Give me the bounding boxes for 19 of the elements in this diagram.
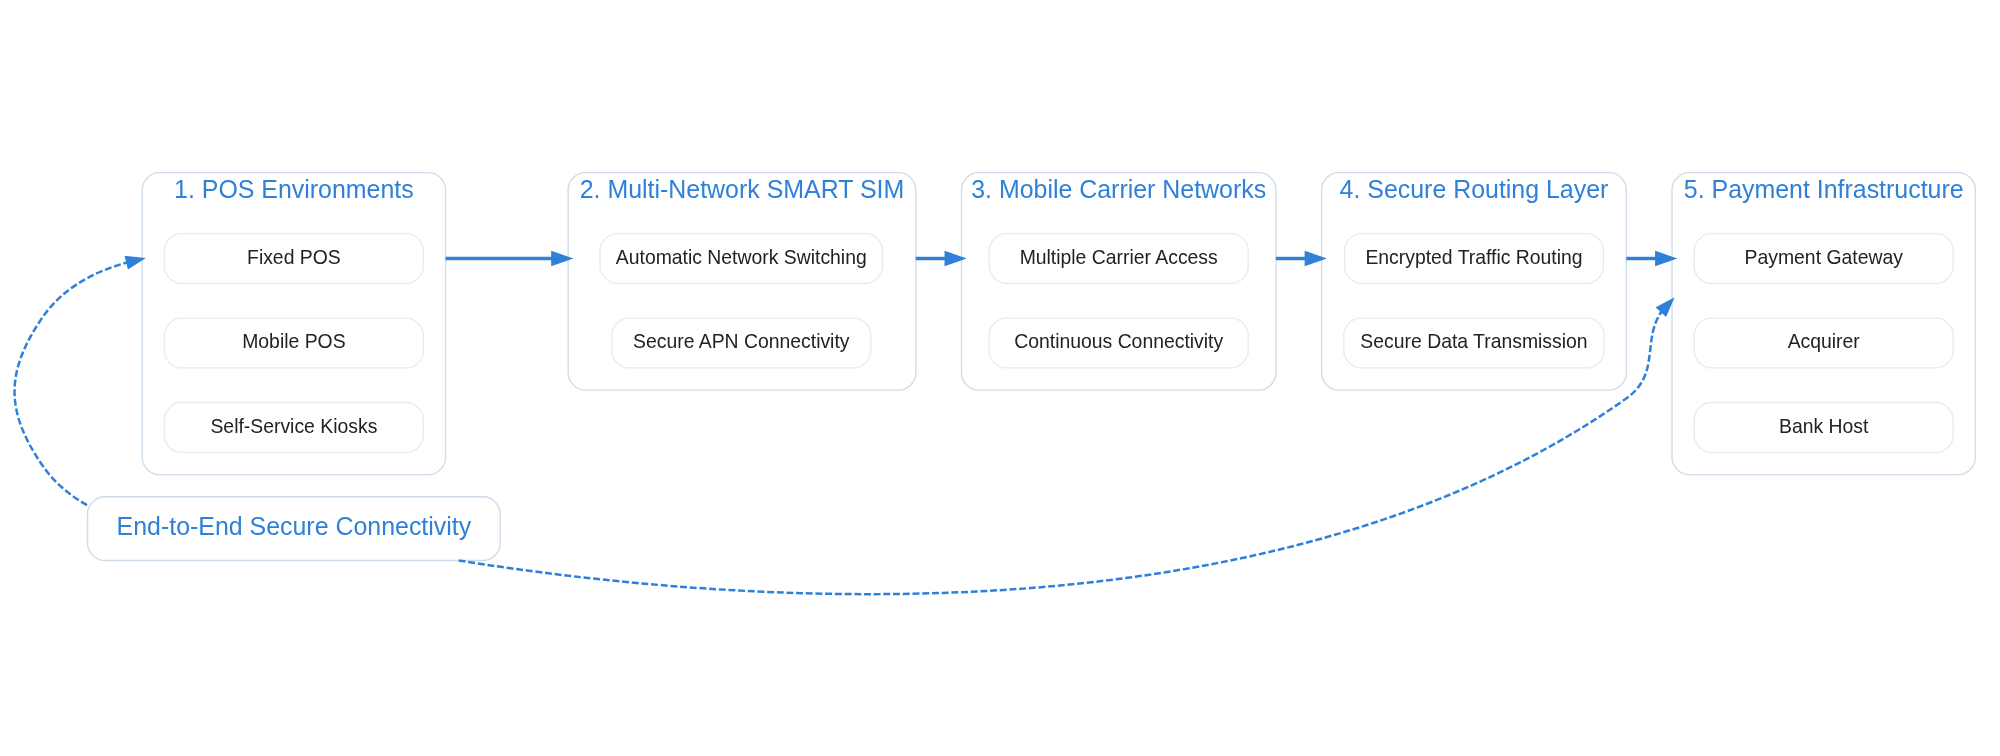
node-box: Automatic Network Switching <box>598 232 883 285</box>
node-box: Multiple Carrier Access <box>988 232 1249 285</box>
arrow <box>458 297 1675 596</box>
node-box: Mobile POS <box>163 317 424 369</box>
node-box: Payment Gateway <box>1693 232 1954 285</box>
node-box: Encrypted Traffic Routing <box>1343 232 1604 285</box>
node-box: End-to-End Secure Connectivity <box>86 496 501 562</box>
node-box: Secure APN Connectivity <box>610 317 871 369</box>
node-box: Bank Host <box>1693 401 1954 454</box>
arrow <box>12 255 146 507</box>
node-box: Secure Data Transmission <box>1342 317 1605 369</box>
node-box: Acquirer <box>1693 317 1954 369</box>
arrow <box>1625 250 1677 267</box>
arrow <box>1275 250 1327 267</box>
node-box: Self-Service Kiosks <box>163 401 424 454</box>
node-box: Fixed POS <box>163 232 424 285</box>
arrow <box>445 250 573 267</box>
arrow <box>915 250 967 267</box>
node-box: Continuous Connectivity <box>988 317 1249 369</box>
